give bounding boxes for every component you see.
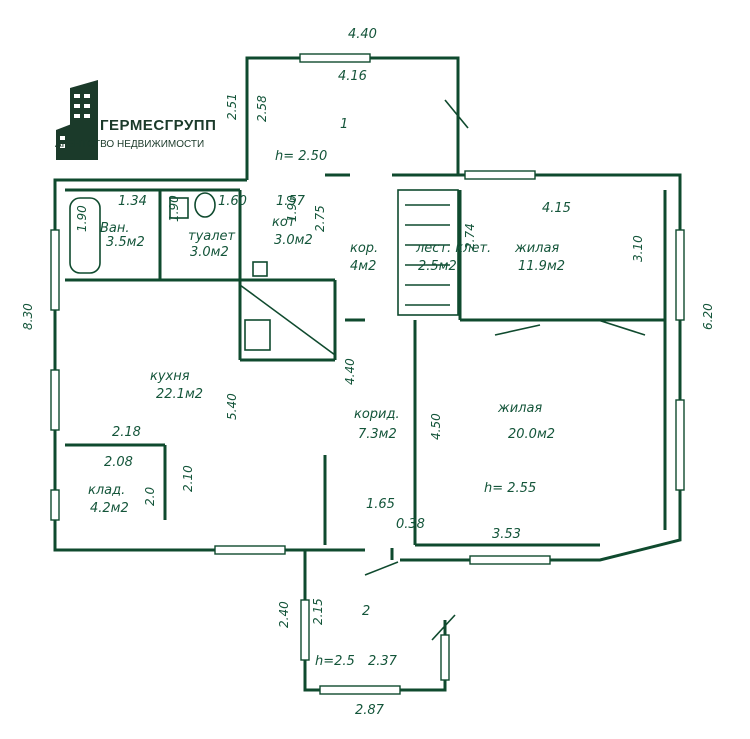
toilet-icon [169,197,189,219]
logo-title: ГЕРМЕСГРУПП [100,117,217,134]
bath-label: Ван. [100,221,130,236]
sink-icon [194,192,216,218]
stair-label: лест. клет. [415,241,491,256]
dim-left-height: 8.30 [21,303,35,330]
living2-label: жилая [497,401,542,416]
dim-living1-height: 3.10 [631,235,645,262]
porch2-label: 2 [362,604,370,619]
dim-porch2-top: 1.65 [366,497,395,512]
dim-pantry-outer: 2.18 [112,425,141,440]
dim-boiler-depth: 2.75 [313,205,327,232]
dim-porch1-width: 4.16 [338,69,367,84]
toilet-label: туалет [188,229,236,244]
dim-living2-width: 3.53 [492,527,521,542]
porch2-height: h=2.5 [315,654,355,669]
dim-kitchen-height: 5.40 [225,393,239,420]
dim-toilet-height: 1.90 [167,195,181,222]
stair-area: 2.5м2 [418,259,457,274]
boiler-area: 3.0м2 [274,233,313,248]
building-icon [56,80,98,160]
boiler-label: кот [272,215,296,230]
dim-hall: 4.50 [429,413,443,440]
dim-bottom-width: 2.87 [355,703,385,718]
dim-right-height: 6.20 [701,303,715,330]
bathtub-icon [69,197,101,274]
door-swing [364,561,399,576]
fixtures [69,99,646,641]
kitchen-label: кухня [150,369,190,384]
living1-area: 11.9м2 [518,259,565,274]
corridor-label: кор. [350,241,378,256]
dim-pantry-depth: 2.0 [143,487,157,506]
corridor-area: 4м2 [350,259,376,274]
logo-subtitle: АГЕНТСТВО НЕДВИЖИМОСТИ [55,139,205,150]
living2-height: h= 2.55 [484,481,536,496]
dim-porch2-outer: 2.40 [277,601,291,628]
dim-porch1-inner: 2.58 [255,95,269,122]
dim-boiler-width: 1.57 [276,194,306,209]
bath-area: 3.5м2 [106,235,145,250]
dim-top-width: 4.40 [348,27,377,42]
windows [50,53,685,695]
inner-walls [65,173,667,547]
dim-corridor: 2.74 [463,223,477,250]
dim-porch2-step: 0.38 [396,517,425,532]
porch1-height: h= 2.50 [275,149,327,164]
stove-icon [244,319,271,351]
dim-boiler-height: 1.90 [285,195,299,222]
dim-porch2-width: 2.37 [368,654,398,669]
dim-bath-height: 1.90 [75,205,89,232]
door-swing [444,99,469,129]
dim-kitchen-depth: 4.40 [343,358,357,385]
dim-living1-width: 4.15 [542,201,571,216]
boiler-icon [252,261,268,277]
dim-pantry-height: 2.10 [181,465,195,492]
pantry-area: 4.2м2 [90,501,129,516]
dim-bath-width: 1.34 [118,194,147,209]
hall-label: корид. [354,407,400,422]
door-swing [597,319,646,336]
living2-area: 20.0м2 [508,427,555,442]
kitchen-area: 22.1м2 [156,387,203,402]
labels: 4.40 4.16 1 h= 2.50 2.51 2.58 1.34 1.90 … [21,27,715,718]
dim-pantry-inner: 2.08 [104,455,133,470]
dim-toilet-width: 1.60 [218,194,247,209]
porch1-label: 1 [340,117,348,132]
toilet-area: 3.0м2 [190,245,229,260]
pantry-label: клад. [88,483,125,498]
hall-area: 7.3м2 [358,427,397,442]
staircase-icon [397,189,459,316]
living1-label: жилая [514,241,559,256]
door-swing [431,614,456,641]
door-swing [494,324,541,336]
dim-porch2-inner: 2.15 [311,598,325,625]
dim-porch1-outer: 2.51 [225,93,239,120]
